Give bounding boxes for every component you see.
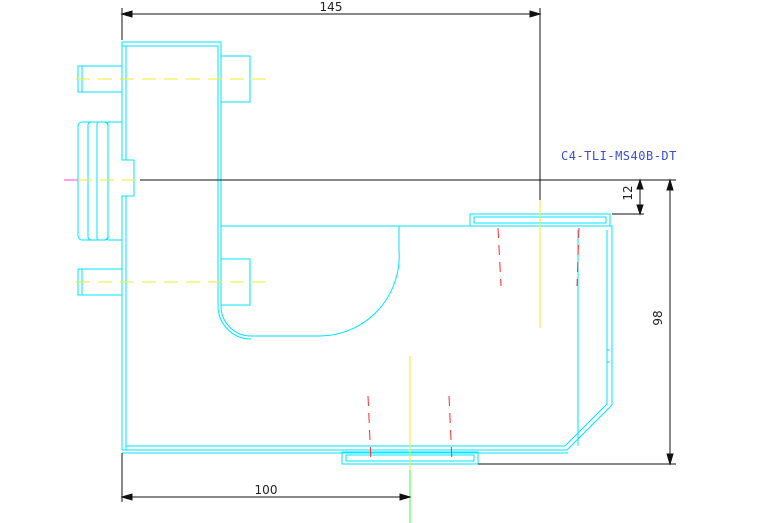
dim-98-label: 98 bbox=[651, 310, 665, 325]
hidden-lines bbox=[367, 227, 580, 463]
clamp-washer-outer bbox=[77, 121, 109, 241]
bracket-outer-profile bbox=[122, 41, 400, 337]
part-number-label: C4-TLI-MS40B-DT bbox=[561, 149, 677, 163]
bottom-edge-inner bbox=[126, 230, 608, 447]
centerlines bbox=[64, 78, 541, 523]
hidden-line-3 bbox=[367, 395, 372, 463]
dim-100-arrow-left bbox=[120, 493, 133, 501]
hidden-line-2 bbox=[576, 227, 580, 287]
clamp-washer-mid bbox=[87, 121, 109, 241]
clamp-washer-inner bbox=[96, 121, 109, 241]
dim-145-arrow-left bbox=[120, 10, 133, 18]
left-plate bbox=[121, 42, 135, 450]
dimensions bbox=[120, 8, 676, 502]
dim-145-arrow-right bbox=[529, 10, 542, 18]
dim-12-arrow-top bbox=[636, 178, 644, 190]
hidden-line-4 bbox=[448, 395, 453, 463]
bracket-outer-profile-double bbox=[122, 45, 252, 340]
dim-98-arrow-top bbox=[666, 178, 674, 191]
dim-145-label: 145 bbox=[320, 0, 343, 14]
dim-12-arrow-bottom bbox=[636, 204, 644, 216]
dim-98-arrow-bottom bbox=[666, 453, 674, 466]
part-outline bbox=[77, 41, 613, 465]
dim-12-label: 12 bbox=[621, 185, 635, 200]
dim-100-arrow-right bbox=[399, 493, 412, 501]
bottom-edge bbox=[122, 225, 613, 451]
hidden-line-1 bbox=[497, 227, 502, 287]
dim-100-label: 100 bbox=[255, 483, 278, 497]
